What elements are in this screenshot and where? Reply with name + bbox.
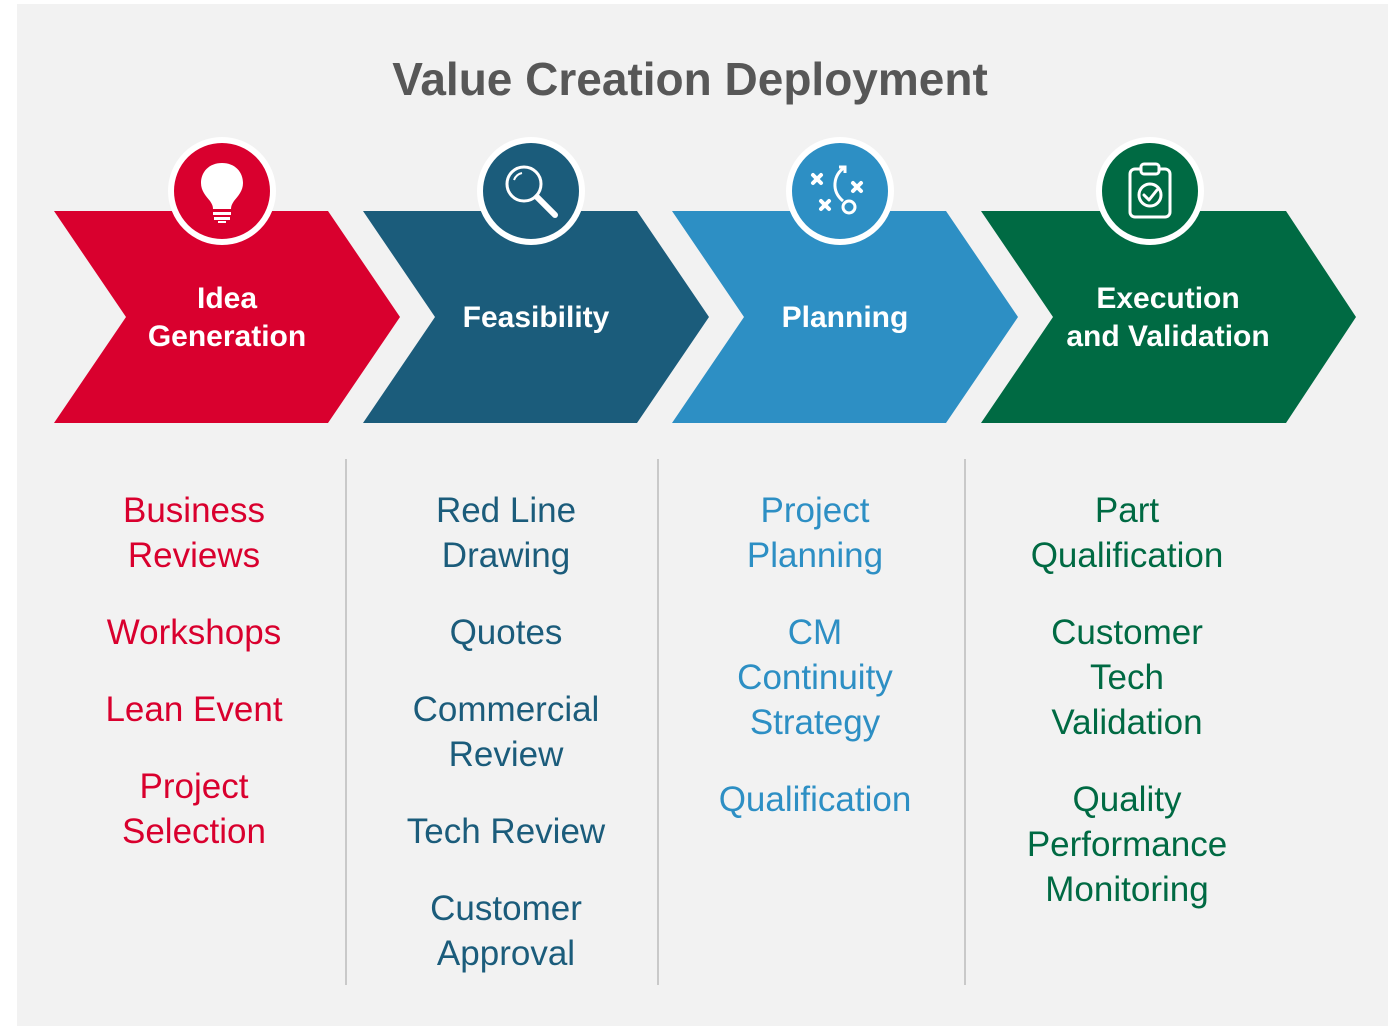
list-item: Project Selection	[122, 767, 266, 851]
stage-label-planning: Planning	[781, 301, 909, 334]
chevron-feasibility	[363, 211, 709, 423]
list-item: Qualification	[718, 780, 912, 819]
column-divider	[657, 459, 659, 985]
list-item: Workshops	[106, 613, 282, 652]
list-item: CM Continuity Strategy	[737, 613, 893, 742]
column-feasibility: Red Line Drawing Quotes Commercial Revie…	[361, 488, 651, 1008]
list-item: Business Reviews	[122, 491, 266, 575]
list-item: Tech Review	[406, 812, 606, 851]
clipboard-check-icon	[1096, 137, 1204, 245]
strategy-play-icon	[786, 137, 894, 245]
list-item: Lean Event	[105, 690, 283, 729]
list-item: Quality Performance Monitoring	[1026, 780, 1228, 909]
column-divider	[345, 459, 347, 985]
chevron-idea-generation	[54, 211, 400, 423]
column-planning: Project Planning CM Continuity Strategy …	[670, 488, 960, 854]
column-divider	[964, 459, 966, 985]
lightbulb-icon	[168, 137, 276, 245]
magnifier-icon	[477, 137, 585, 245]
list-item: Customer Approval	[430, 889, 582, 973]
list-item: Red Line Drawing	[435, 491, 577, 575]
stage-label-idea-generation: Idea Generation	[147, 282, 307, 353]
stage-label-feasibility: Feasibility	[462, 301, 610, 334]
chevron-planning	[672, 211, 1018, 423]
column-idea-generation: Business Reviews Workshops Lean Event Pr…	[49, 488, 339, 886]
stage-label-execution-validation: Execution and Validation	[1066, 282, 1270, 353]
list-item: Commercial Review	[412, 690, 600, 774]
list-item: Customer Tech Validation	[1051, 613, 1203, 742]
list-item: Part Qualification	[1030, 491, 1224, 575]
chevron-execution-validation	[981, 211, 1356, 423]
column-execution-validation: Part Qualification Customer Tech Validat…	[982, 488, 1272, 944]
page-title: Value Creation Deployment	[392, 53, 988, 105]
list-item: Quotes	[449, 613, 563, 652]
list-item: Project Planning	[746, 491, 884, 575]
